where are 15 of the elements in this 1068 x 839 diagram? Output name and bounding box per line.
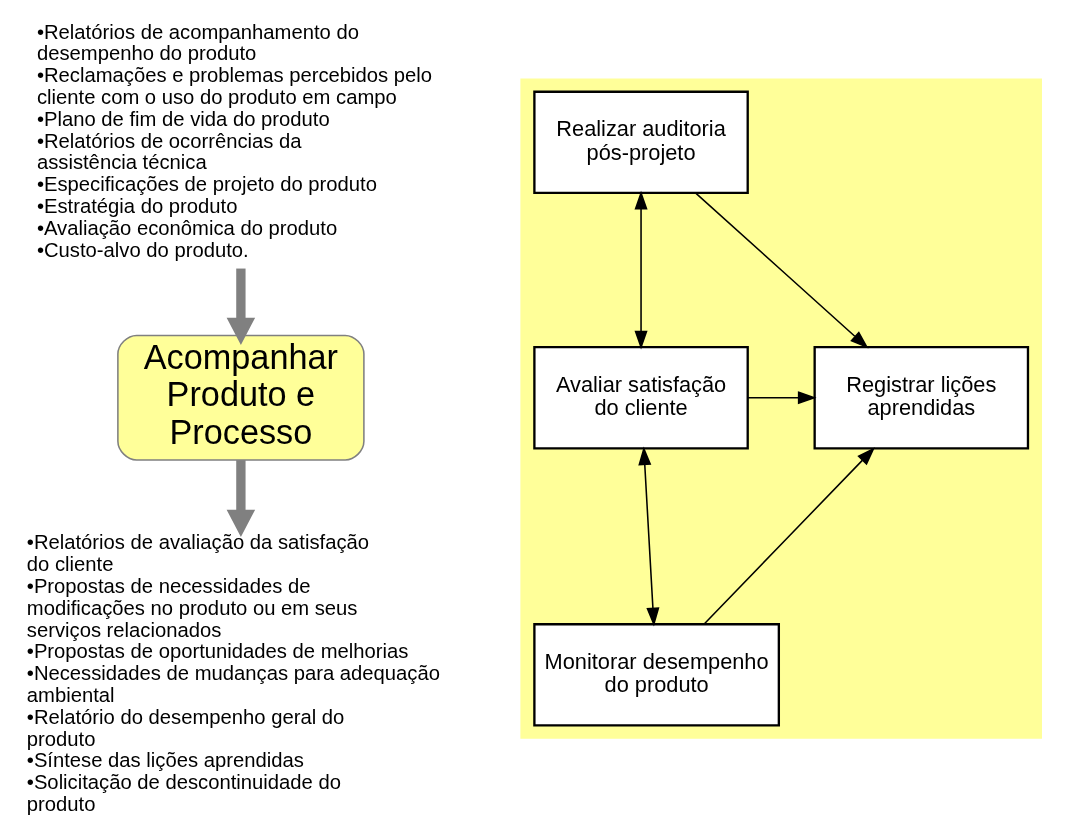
node-box: Monitorar desempenho do produto: [533, 623, 780, 727]
arrow: [634, 190, 648, 350]
arrow: [226, 460, 256, 537]
node-text: •Relatórios de acompanhamento do desempenho do produto •Reclamações e problemas percebidos pelo cliente com o uso do produto em campo •Plano de fim de vida do produto •Relatórios de ocorrências da assistência técnica •Especificações de projeto do produto •Estratégia do produto •Avaliação econômica do produto •Custo-alvo do produto.: [36, 20, 433, 261]
node-box: Realizar auditoria pós-projeto: [533, 90, 749, 195]
arrow: [694, 192, 869, 349]
arrow: [747, 391, 817, 405]
cluster: [520, 78, 1042, 739]
node-box: Registrar lições aprendidas: [813, 345, 1030, 450]
node-box: Acompanhar Produto e Processo: [117, 334, 365, 461]
arrow: [226, 268, 256, 345]
node-text: •Relatórios de avaliação da satisfação do cliente •Propostas de necessidades de modificações no produto ou em seus serviços relacionados •Propostas de oportunidades de melhorias •Necessidades de mudanças para adequação ambiental •Relatório do desempenho geral do produto •Síntese das lições aprendidas •Solicitação de descontinuidade do produto: [26, 531, 440, 815]
arrow: [703, 447, 875, 625]
node-box: Avaliar satisfação do cliente: [533, 345, 749, 450]
arrow: [638, 446, 660, 627]
